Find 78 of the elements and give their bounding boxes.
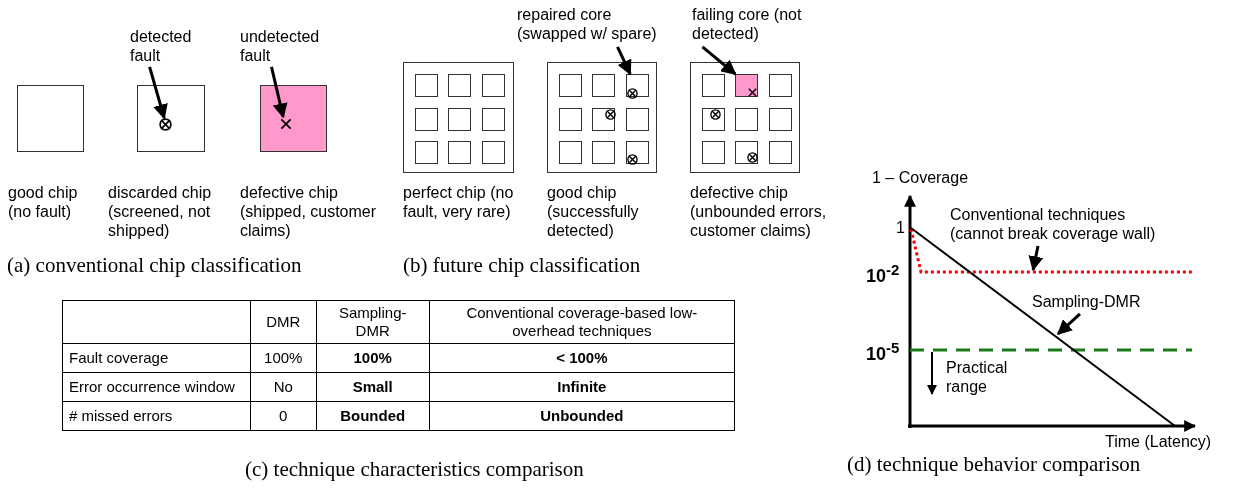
- core-square: [735, 107, 759, 131]
- detected-fault-icon: [159, 118, 172, 131]
- chip-square: [137, 85, 205, 152]
- chip-caption: perfect chip (no fault, very rare): [403, 183, 515, 221]
- chip-square: [690, 62, 800, 173]
- core-square: [702, 141, 725, 164]
- annotation-text: Conventional techniques (cannot break coverage wall): [950, 205, 1170, 243]
- core-square: [592, 107, 616, 131]
- row-header: # missed errors: [62, 401, 251, 431]
- core-square: [448, 141, 472, 164]
- core-square: [448, 107, 472, 131]
- core-square: [415, 74, 438, 97]
- chip-square: [260, 85, 327, 152]
- annotation-text: detected fault: [130, 27, 200, 65]
- chip-caption: defective chip (unbounded errors, customer claims): [690, 183, 828, 240]
- core-square: [702, 107, 725, 131]
- core-square: [702, 74, 725, 97]
- data-value: Bounded: [316, 401, 430, 431]
- core-square: [559, 107, 582, 131]
- chip-caption: good chip (successfully detected): [547, 183, 640, 240]
- core-square: [625, 74, 649, 97]
- data-value: 0: [250, 401, 317, 431]
- core-square: [735, 74, 759, 97]
- chip-caption: discarded chip (screened, not shipped): [108, 183, 213, 240]
- conventional-curve: [909, 228, 1195, 274]
- sampling-dmr-curve: [910, 227, 1176, 427]
- annotation-text: repaired core (swapped w/ spare): [517, 5, 667, 43]
- data-value: Unbounded: [429, 401, 735, 431]
- panel-caption: (a) conventional chip classification: [7, 256, 302, 275]
- annotation-text: Sampling-DMR: [1032, 292, 1152, 311]
- data-value: Infinite: [429, 372, 735, 402]
- core-square: [481, 141, 505, 164]
- panel-caption: (c) technique characteristics comparison: [245, 460, 584, 479]
- core-square: [559, 141, 582, 164]
- data-value: < 100%: [429, 343, 735, 373]
- leader-arrow: [1056, 312, 1081, 336]
- row-header: Error occurrence window: [62, 372, 251, 402]
- core-square: [415, 141, 438, 164]
- core-square: [768, 107, 792, 131]
- column-header: Conventional coverage-based low-overhead techniques: [429, 300, 735, 344]
- data-value: 100%: [250, 343, 317, 373]
- axis-title: Time (Latency): [1105, 432, 1212, 451]
- leader-arrow: [1028, 245, 1044, 272]
- tick-label: 1: [896, 218, 905, 237]
- data-value: No: [250, 372, 317, 402]
- core-square: [625, 107, 649, 131]
- annotation-text: failing core (not detected): [692, 5, 822, 43]
- core-square: [592, 74, 616, 97]
- leader-arrow: [616, 46, 632, 76]
- column-header: DMR: [250, 300, 317, 344]
- chip-caption: good chip (no fault): [8, 183, 79, 221]
- chip-square: [547, 62, 657, 173]
- row-header: Fault coverage: [62, 343, 251, 373]
- data-value: Small: [316, 372, 430, 402]
- core-square: [448, 74, 472, 97]
- tick-label: 10$^{-2}$: [866, 260, 900, 286]
- core-square: [559, 74, 582, 97]
- annotation-text: Practical range: [946, 358, 1009, 396]
- core-square: [768, 141, 792, 164]
- panel-caption: (b) future chip classification: [403, 256, 641, 275]
- chip-caption: defective chip (shipped, customer claims): [240, 183, 378, 240]
- core-square: [415, 107, 438, 131]
- annotation-text: undetected fault: [240, 27, 330, 65]
- core-square: [768, 74, 792, 97]
- chip-square: [403, 62, 514, 173]
- axis-title: 1 – Coverage: [872, 168, 969, 187]
- core-square: [481, 74, 505, 97]
- core-square: [735, 141, 759, 164]
- core-square: [481, 107, 505, 131]
- core-square: [592, 141, 616, 164]
- column-header: Sampling-DMR: [316, 300, 430, 344]
- data-value: 100%: [316, 343, 430, 373]
- leader-arrow: [701, 45, 737, 76]
- tick-label: 10$^{-5}$: [866, 338, 900, 364]
- core-square: [625, 141, 649, 164]
- panel-caption: (d) technique behavior comparison: [847, 455, 1141, 474]
- chip-square: [17, 85, 84, 152]
- undetected-fault-icon: [279, 117, 293, 131]
